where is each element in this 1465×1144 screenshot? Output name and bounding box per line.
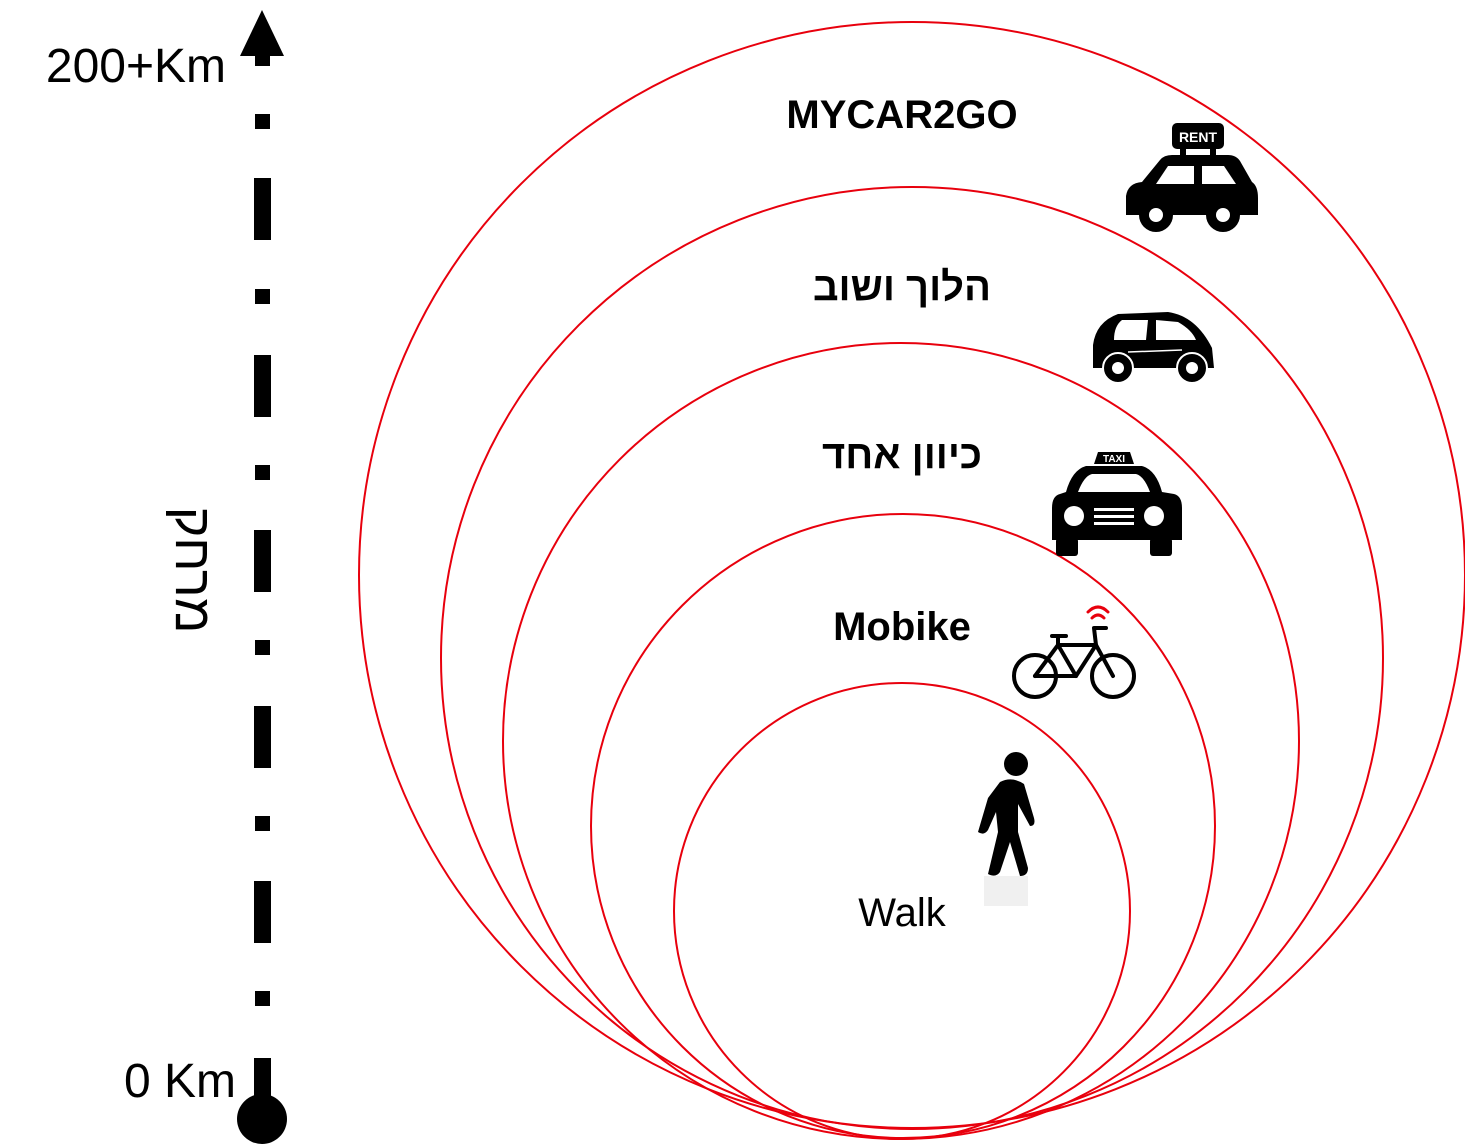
axis-dash (254, 530, 271, 592)
axis-dot (255, 816, 270, 831)
taxi-sign-text: TAXI (1103, 454, 1125, 465)
axis-dot (255, 991, 270, 1006)
smart-car-icon (1093, 312, 1214, 384)
ring-label-mycar2go: MYCAR2GO (786, 93, 1017, 137)
rent-sign-text: RENT (1179, 129, 1218, 145)
rental-car-icon: RENT (1126, 123, 1258, 232)
axis-dash (254, 706, 271, 768)
taxi-icon: TAXI (1052, 452, 1182, 556)
distance-axis (237, 10, 287, 1144)
axis-dash (254, 355, 271, 417)
axis-dot (255, 640, 270, 655)
axis-dash (254, 881, 271, 943)
pedestrian-icon (978, 752, 1035, 906)
axis-dot (255, 289, 270, 304)
range-rings (358, 21, 1465, 1140)
axis-origin-dot (237, 1094, 287, 1144)
axis-arrowhead (240, 10, 284, 56)
axis-dot (255, 114, 270, 129)
axis-dash (254, 178, 271, 240)
ring-label-mobike: Mobike (833, 605, 971, 649)
axis-top-label: 200+Km (46, 40, 226, 93)
ring-label-one-way: כיוון אחד (822, 433, 982, 477)
axis-dot (255, 56, 270, 66)
ring-round-trip (440, 186, 1384, 1130)
bicycle-icon (1012, 605, 1136, 699)
ring-walk (673, 682, 1131, 1140)
axis-dot (255, 465, 270, 480)
ring-label-walk: Walk (858, 891, 946, 935)
ring-label-round-trip: הלוך ושוב (813, 265, 991, 309)
axis-dash (254, 1058, 271, 1098)
axis-title: מרחק (164, 507, 222, 634)
axis-bottom-label: 0 Km (124, 1055, 236, 1108)
